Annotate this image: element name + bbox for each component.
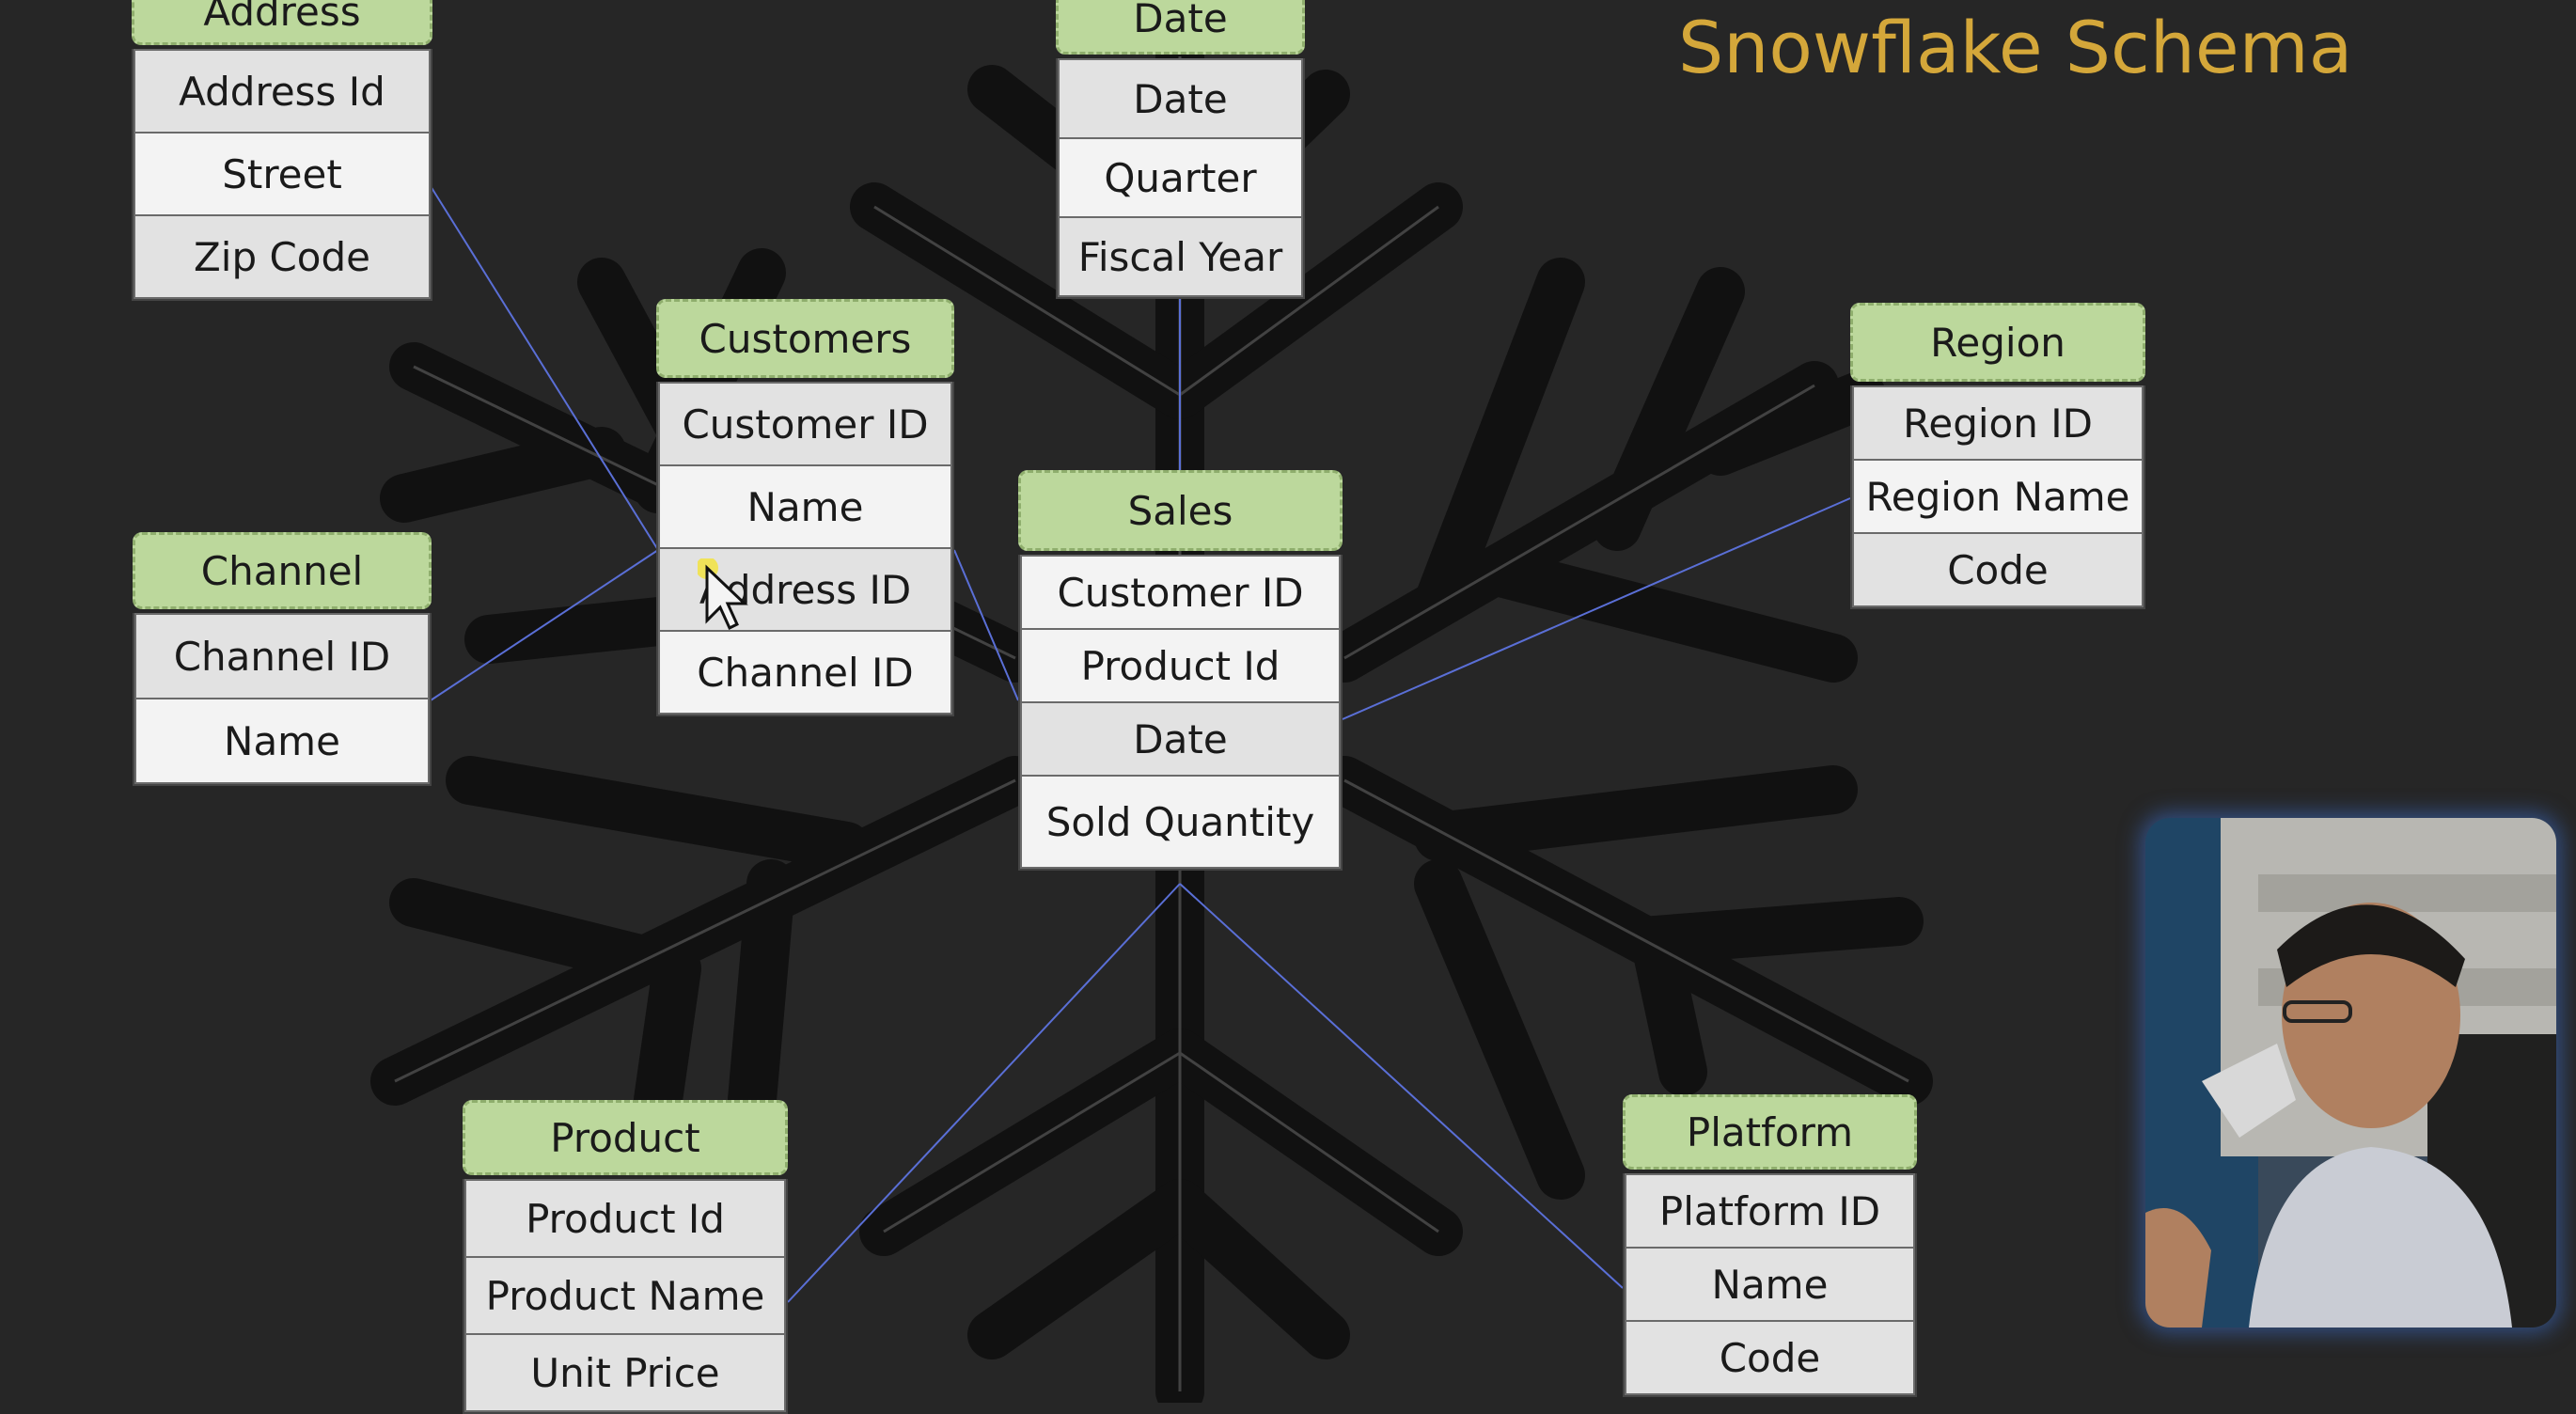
field-platform-id: Platform ID xyxy=(1625,1173,1915,1249)
table-header: Product xyxy=(463,1100,788,1175)
table-fields: Customer ID Product Id Date Sold Quantit… xyxy=(1018,555,1343,871)
table-region: Region Region ID Region Name Code xyxy=(1850,303,2145,609)
table-fields: Channel ID Name xyxy=(133,613,432,786)
table-fields: Date Quarter Fiscal Year xyxy=(1056,58,1305,299)
field-region-id: Region ID xyxy=(1852,385,2144,461)
table-platform: Platform Platform ID Name Code xyxy=(1623,1094,1917,1397)
field-street: Street xyxy=(134,132,431,216)
field-region-name: Region Name xyxy=(1852,459,2144,534)
presenter-webcam-video xyxy=(2145,818,2556,1328)
field-fiscal-year: Fiscal Year xyxy=(1058,216,1303,297)
field-customer-id: Customer ID xyxy=(658,382,952,466)
table-customers: Customers Customer ID Name Address ID Ch… xyxy=(656,299,954,716)
table-header: Customers xyxy=(656,299,954,378)
field-code: Code xyxy=(1852,532,2144,607)
table-header: Address xyxy=(132,0,432,45)
field-customer-id: Customer ID xyxy=(1020,555,1341,630)
table-fields: Region ID Region Name Code xyxy=(1850,385,2145,609)
table-address: Address Address Id Street Zip Code xyxy=(132,0,432,301)
page-title: Snowflake Schema xyxy=(1678,6,2353,89)
table-header: Platform xyxy=(1623,1094,1917,1170)
field-zip-code: Zip Code xyxy=(134,214,431,299)
table-header: Sales xyxy=(1018,470,1343,551)
field-code: Code xyxy=(1625,1320,1915,1395)
field-date: Date xyxy=(1058,58,1303,139)
field-product-id: Product Id xyxy=(1020,628,1341,703)
field-product-id: Product Id xyxy=(464,1179,786,1258)
relationship-lines xyxy=(430,185,1851,1303)
table-fields: Address Id Street Zip Code xyxy=(132,49,432,301)
field-sold-quantity: Sold Quantity xyxy=(1020,775,1341,869)
table-fields: Product Id Product Name Unit Price xyxy=(463,1179,788,1414)
field-date: Date xyxy=(1020,701,1341,777)
table-channel: Channel Channel ID Name xyxy=(133,532,432,786)
table-fields: Platform ID Name Code xyxy=(1623,1173,1917,1397)
field-quarter: Quarter xyxy=(1058,137,1303,218)
field-address-id: Address Id xyxy=(134,49,431,134)
field-unit-price: Unit Price xyxy=(464,1333,786,1412)
mouse-pointer-icon xyxy=(696,557,754,637)
field-channel-id: Channel ID xyxy=(658,630,952,715)
field-channel-id: Channel ID xyxy=(134,613,430,699)
table-fields: Customer ID Name Address ID Channel ID xyxy=(656,382,954,716)
field-name: Name xyxy=(1625,1247,1915,1322)
table-header: Date xyxy=(1056,0,1305,55)
field-name: Name xyxy=(134,698,430,784)
table-date: Date Date Quarter Fiscal Year xyxy=(1056,0,1305,299)
table-sales: Sales Customer ID Product Id Date Sold Q… xyxy=(1018,470,1343,871)
field-product-name: Product Name xyxy=(464,1256,786,1335)
table-header: Channel xyxy=(133,532,432,609)
field-name: Name xyxy=(658,464,952,549)
table-product: Product Product Id Product Name Unit Pri… xyxy=(463,1100,788,1414)
table-header: Region xyxy=(1850,303,2145,382)
